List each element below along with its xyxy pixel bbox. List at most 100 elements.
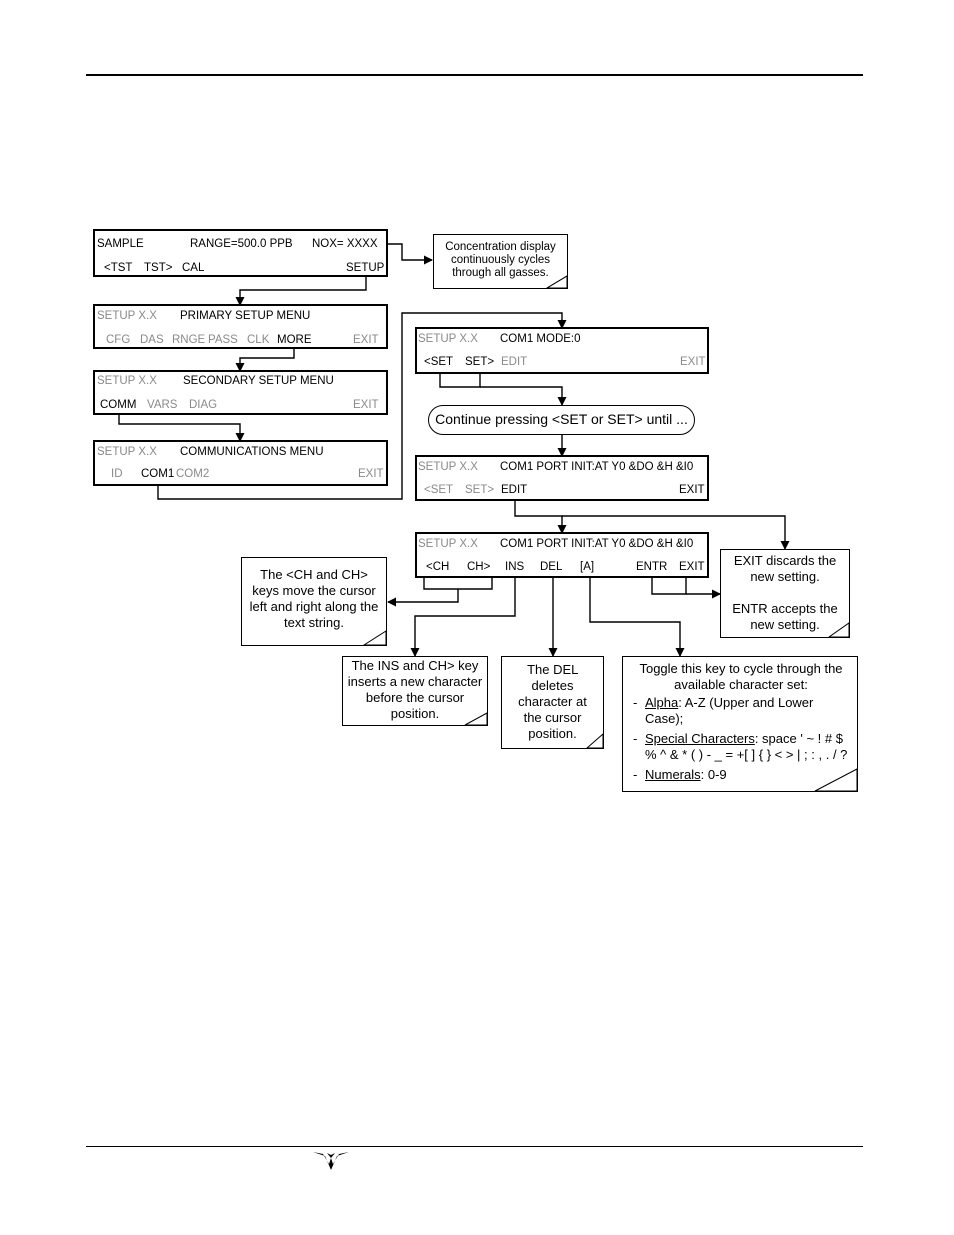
set-prev-button[interactable]: <SET — [424, 484, 454, 496]
communications-menu-screen — [93, 440, 388, 486]
page-fold-icon — [828, 622, 850, 638]
secondary-setup-screen — [93, 370, 388, 415]
numerals-label: Numerals — [645, 767, 701, 782]
screen-mode-label: SAMPLE — [97, 238, 144, 250]
continue-key-set-next: SET> — [607, 411, 643, 427]
com1-port-init-screen — [415, 455, 709, 501]
delete-button[interactable]: DEL — [540, 561, 563, 573]
exit-button[interactable]: EXIT — [353, 399, 379, 411]
cursor-right-button[interactable]: CH> — [467, 561, 491, 573]
ch-note-a: The — [260, 567, 287, 582]
exit-button[interactable]: EXIT — [353, 334, 379, 346]
ch-note-e: keys move the cursor left and right alon… — [249, 583, 379, 630]
delete-key-note: The DEL deletes character at the cursor … — [501, 656, 604, 749]
ins-note-key-right: CH> — [428, 658, 455, 673]
page-fold-icon — [546, 275, 568, 289]
continue-pressing-note: Continue pressing <SET or SET> until ... — [428, 405, 695, 435]
ch-note-c: and — [312, 567, 342, 582]
com1-mode-screen — [415, 327, 709, 374]
setup-version-label: SETUP X.X — [418, 538, 478, 550]
page-fold-icon — [814, 768, 858, 792]
continue-key-set-prev: <SET — [551, 411, 588, 427]
special-text: : space ' ~ ! # $ % ^ & * ( ) - _ = +[ ]… — [645, 731, 848, 762]
secondary-menu-title: SECONDARY SETUP MENU — [183, 375, 334, 387]
setup-version-label: SETUP X.X — [418, 333, 478, 345]
continue-text-a: Continue pressing — [435, 411, 552, 427]
ins-note-key: INS — [377, 658, 400, 673]
continue-text-e: until ... — [642, 411, 688, 427]
ins-note-c: and — [399, 658, 429, 673]
port-init-title: COM1 PORT INIT:AT Y0 &DO &H &I0 — [500, 461, 694, 473]
com1-button[interactable]: COM1 — [141, 468, 175, 480]
primary-menu-title: PRIMARY SETUP MENU — [180, 310, 311, 322]
cursor-left-button[interactable]: <CH — [426, 561, 450, 573]
com2-button[interactable]: COM2 — [176, 468, 210, 480]
ins-note-e: key inserts a new character before the c… — [347, 658, 483, 721]
range-readout: RANGE=500.0 PPB — [190, 238, 293, 250]
charset-toggle-button[interactable]: [A] — [580, 561, 595, 573]
pass-button[interactable]: PASS — [208, 334, 238, 346]
enter-button[interactable]: ENTR — [636, 561, 668, 573]
concentration-note: Concentration display continuously cycle… — [433, 234, 568, 289]
tst-next-button[interactable]: TST> — [144, 262, 173, 274]
numerals-text: : 0-9 — [700, 767, 727, 782]
id-button[interactable]: ID — [111, 468, 123, 480]
cal-button[interactable]: CAL — [182, 262, 205, 274]
alpha-text: : A-Z (Upper and Lower Case); — [645, 695, 814, 726]
setup-version-label: SETUP X.X — [97, 310, 157, 322]
toggle-intro: Toggle this key to cycle through the ava… — [639, 661, 843, 692]
edit-button[interactable]: EDIT — [501, 356, 528, 368]
exit-button[interactable]: EXIT — [679, 561, 705, 573]
footer-rule — [86, 1146, 863, 1147]
das-button[interactable]: DAS — [140, 334, 164, 346]
concentration-note-text: Concentration display continuously cycle… — [445, 241, 556, 279]
ch-note-key-left: <CH — [286, 567, 313, 582]
sample-screen — [93, 229, 388, 277]
page-fold-icon — [586, 733, 604, 749]
setup-version-label: SETUP X.X — [418, 461, 478, 473]
comm-button[interactable]: COMM — [100, 399, 137, 411]
toggle-special-item: - Special Characters: space ' ~ ! # $ % … — [633, 731, 849, 763]
set-prev-button[interactable]: <SET — [424, 356, 454, 368]
toggle-alpha-item: - Alpha: A-Z (Upper and Lower Case); — [633, 695, 849, 727]
clk-button[interactable]: CLK — [247, 334, 270, 346]
list-dash: - — [633, 731, 638, 746]
tst-prev-button[interactable]: <TST — [104, 262, 133, 274]
set-next-button[interactable]: SET> — [465, 356, 495, 368]
ins-note-a: The — [351, 658, 378, 673]
exit-key-label: EXIT — [733, 553, 763, 568]
insert-button[interactable]: INS — [505, 561, 525, 573]
page-fold-icon — [363, 630, 387, 646]
cfg-button[interactable]: CFG — [106, 334, 131, 346]
alpha-label: Alpha — [645, 695, 679, 710]
setup-version-label: SETUP X.X — [97, 375, 157, 387]
del-note-c: deletes character at the cursor position… — [518, 678, 587, 741]
diag-button[interactable]: DIAG — [189, 399, 218, 411]
port-init-edit-title: COM1 PORT INIT:AT Y0 &DO &H &I0 — [500, 538, 694, 550]
com1-mode-title: COM1 MODE:0 — [500, 333, 581, 345]
exit-key-description: discards the new setting. — [750, 553, 837, 584]
entr-key-label: ENTR — [732, 601, 768, 616]
exit-entr-note: EXIT discards the new setting. ENTR acce… — [720, 549, 850, 638]
rnge-button[interactable]: RNGE — [172, 334, 206, 346]
special-label: Special Characters — [645, 731, 755, 746]
vars-button[interactable]: VARS — [147, 399, 178, 411]
more-button[interactable]: MORE — [277, 334, 312, 346]
com1-port-init-edit-screen — [415, 532, 709, 578]
exit-button[interactable]: EXIT — [680, 356, 706, 368]
del-note-key: DEL — [553, 662, 578, 677]
exit-button[interactable]: EXIT — [358, 468, 384, 480]
nox-readout: NOX= XXXX — [312, 238, 378, 250]
set-next-button[interactable]: SET> — [465, 484, 495, 496]
charset-toggle-note: Toggle this key to cycle through the ava… — [622, 656, 858, 792]
entr-key-description: accepts the new setting. — [750, 601, 838, 632]
page-fold-icon — [464, 712, 488, 726]
list-dash: - — [633, 695, 638, 710]
exit-button[interactable]: EXIT — [679, 484, 705, 496]
primary-setup-screen — [93, 304, 388, 349]
communications-menu-title: COMMUNICATIONS MENU — [180, 446, 324, 458]
setup-version-label: SETUP X.X — [97, 446, 157, 458]
setup-button[interactable]: SETUP — [346, 262, 385, 274]
edit-button[interactable]: EDIT — [501, 484, 528, 496]
